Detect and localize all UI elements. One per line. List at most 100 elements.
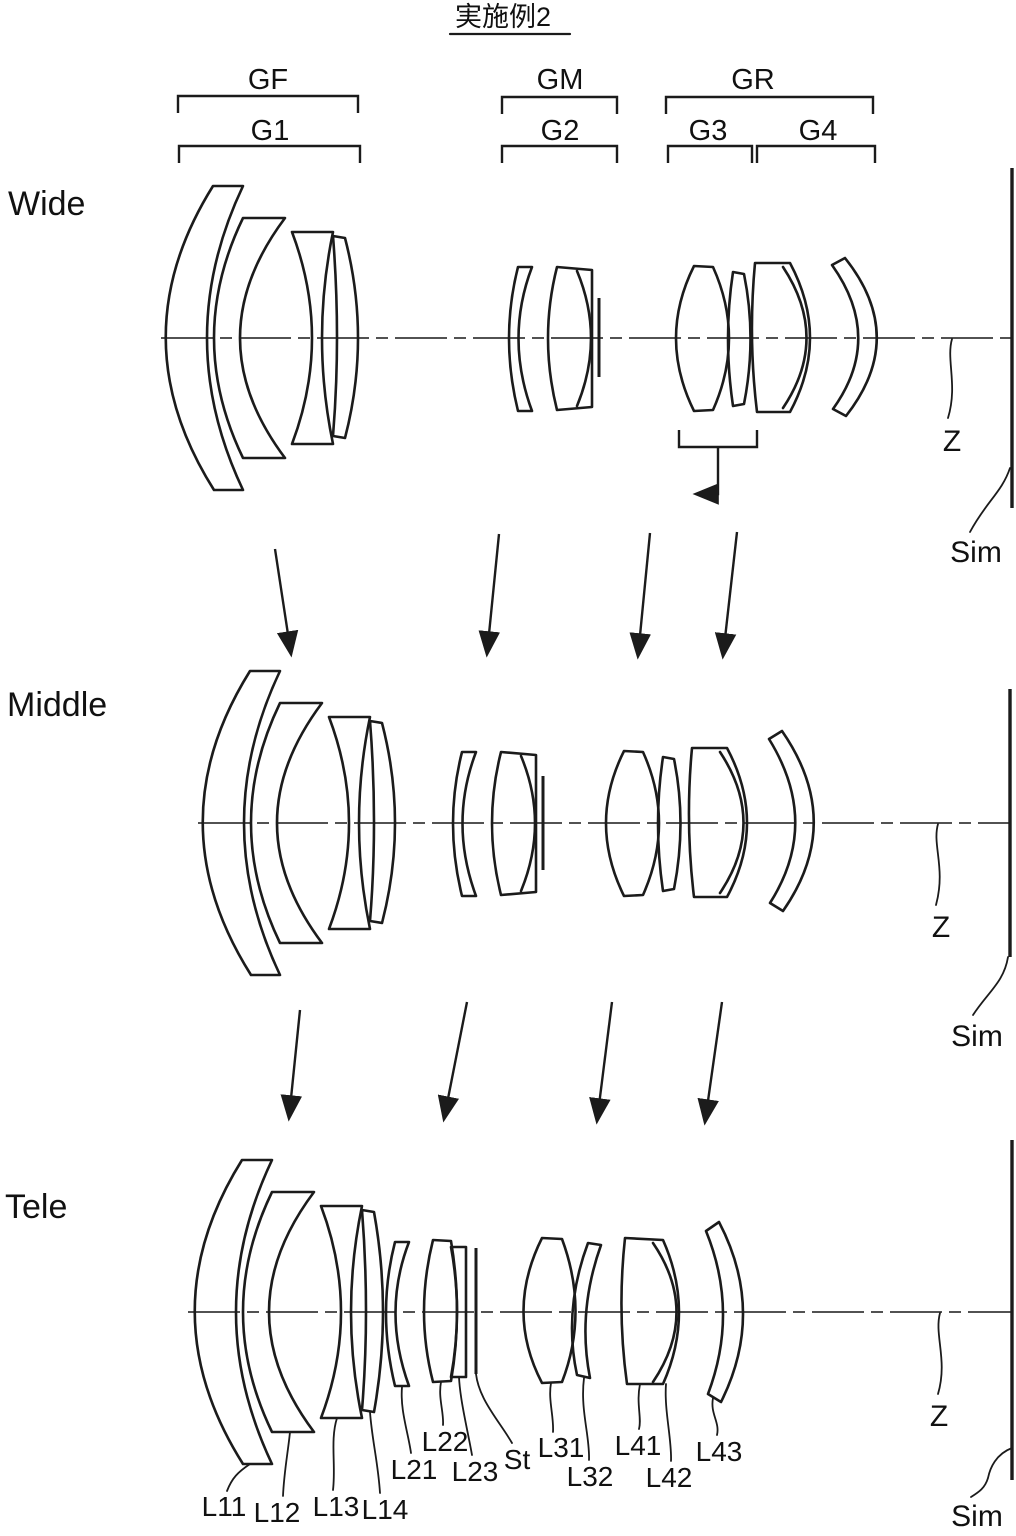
bracket-G1 [177, 144, 362, 163]
wide-row: Wide Z Sim [8, 168, 1014, 569]
wide-lens-L43 [830, 256, 879, 418]
tele-lens-L41-L42-outline [620, 1236, 681, 1386]
bracket-G4 [755, 144, 877, 163]
wide-lens-L31 [674, 264, 731, 413]
tele-lens-L14 [360, 1208, 385, 1414]
figure-title: 実施例2 [455, 2, 551, 32]
leader-L41 [637, 1383, 641, 1430]
element-label-L14: L14 [362, 1494, 409, 1525]
middle-z-leader [935, 823, 941, 906]
bracket-G2 [500, 144, 619, 163]
tele-element-labels: L11 L12 L13 L14 L21 L22 L23 St L31 L32 L… [202, 1426, 743, 1528]
wide-sim-leader [969, 467, 1011, 533]
wide-lens-L14 [331, 234, 360, 440]
middle-row: Middle Z Sim [7, 669, 1012, 1053]
wide-z-leader [947, 338, 954, 419]
middle-lens-L31 [604, 749, 661, 898]
figure-header: 実施例2 [448, 2, 572, 36]
zoom-arrow-g1-middle-tele [280, 1009, 303, 1122]
middle-lens-L41-L42-cemented-surface [718, 750, 745, 895]
wide-lens-L41-L42-outline [750, 261, 812, 414]
row-label-wide: Wide [8, 185, 85, 223]
middle-lens-L22-L23-outline [490, 750, 538, 897]
tele-lens-L31 [522, 1236, 577, 1385]
element-label-L43: L43 [696, 1436, 743, 1467]
tele-lens-L23 [449, 1245, 468, 1379]
middle-lens-L43 [767, 729, 815, 913]
tele-image-plane-label: Sim [951, 1500, 1003, 1533]
middle-lens-L12 [249, 701, 324, 945]
element-label-L22: L22 [422, 1426, 469, 1457]
wide-lens-L21 [507, 265, 534, 413]
tele-lens-L32 [570, 1241, 603, 1380]
wide-focus-move-arrow [692, 447, 720, 505]
element-label-L12: L12 [254, 1497, 301, 1528]
leader-L21 [400, 1386, 412, 1454]
leader-L22 [439, 1381, 444, 1426]
wide-image-plane-label: Sim [950, 536, 1002, 569]
row-label-middle: Middle [7, 686, 107, 724]
zoom-arrow-g3-middle-tele [589, 1001, 614, 1125]
leader-St [475, 1373, 513, 1444]
tele-lens-L11 [193, 1158, 274, 1466]
middle-axis-label: Z [932, 911, 950, 944]
tele-lens-L21 [384, 1240, 411, 1388]
middle-sim-leader [972, 956, 1009, 1016]
wide-lens-L12 [212, 216, 287, 460]
wide-lens-L13 [290, 230, 335, 446]
wide-lens-L32 [726, 270, 752, 408]
zoom-arrow-g1-wide-middle [273, 548, 299, 658]
element-label-L31: L31 [538, 1432, 585, 1463]
wide-lens-L41-L42-cemented-surface [781, 265, 808, 410]
leader-L11 [226, 1463, 251, 1492]
group-label-G4: G4 [799, 115, 838, 147]
element-label-L41: L41 [615, 1430, 662, 1461]
tele-lens-L12 [241, 1190, 316, 1434]
bracket-GF [176, 94, 360, 113]
leader-L32 [582, 1377, 590, 1461]
zoom-arrows-wide-to-middle [273, 531, 739, 660]
middle-lens-L14 [368, 719, 397, 925]
group-label-GF: GF [248, 64, 288, 96]
element-label-L11: L11 [202, 1491, 247, 1522]
element-label-L32: L32 [567, 1461, 614, 1492]
group-label-G1: G1 [251, 115, 290, 147]
tele-lens-L43 [704, 1220, 745, 1404]
middle-lens-L32 [656, 755, 682, 893]
element-label-St: St [504, 1444, 531, 1475]
tele-axis-label: Z [930, 1400, 948, 1433]
leader-L23 [458, 1376, 473, 1456]
leader-L42 [664, 1383, 672, 1462]
tele-lens-L41-L42-cemented-surface [651, 1241, 678, 1384]
element-label-L42: L42 [646, 1462, 693, 1493]
zoom-arrow-g3-wide-middle [629, 532, 652, 660]
middle-image-plane-label: Sim [951, 1020, 1003, 1053]
row-label-tele: Tele [5, 1188, 67, 1226]
zoom-arrow-g4-middle-tele [697, 1001, 724, 1126]
leader-L31 [549, 1382, 554, 1433]
wide-focus-group-bracket [677, 430, 759, 449]
group-labels: GF G1 GM G2 GR G3 G4 [176, 64, 877, 163]
group-label-G3: G3 [689, 115, 728, 147]
middle-lens-L21 [451, 750, 478, 898]
element-label-L23: L23 [452, 1456, 499, 1487]
group-label-GM: GM [537, 64, 584, 96]
middle-lens-L13 [327, 715, 372, 931]
middle-lens-L11 [201, 669, 282, 977]
leader-L12 [282, 1431, 291, 1497]
tele-z-leader [937, 1312, 943, 1395]
zoom-arrows-middle-to-tele [280, 1001, 724, 1126]
wide-axis-label: Z [943, 425, 961, 458]
zoom-arrow-g2-wide-middle [478, 533, 501, 658]
element-label-L13: L13 [313, 1491, 360, 1522]
group-label-G2: G2 [541, 115, 580, 147]
bracket-G3 [666, 144, 754, 163]
leader-L43 [711, 1397, 719, 1436]
tele-row: Tele Z Sim [5, 1140, 1014, 1533]
middle-lens-L22-L23-cemented-surface [519, 754, 537, 893]
tele-element-leaders [226, 1373, 719, 1497]
leader-L14 [369, 1411, 381, 1494]
zoom-arrow-g4-wide-middle [714, 531, 739, 660]
